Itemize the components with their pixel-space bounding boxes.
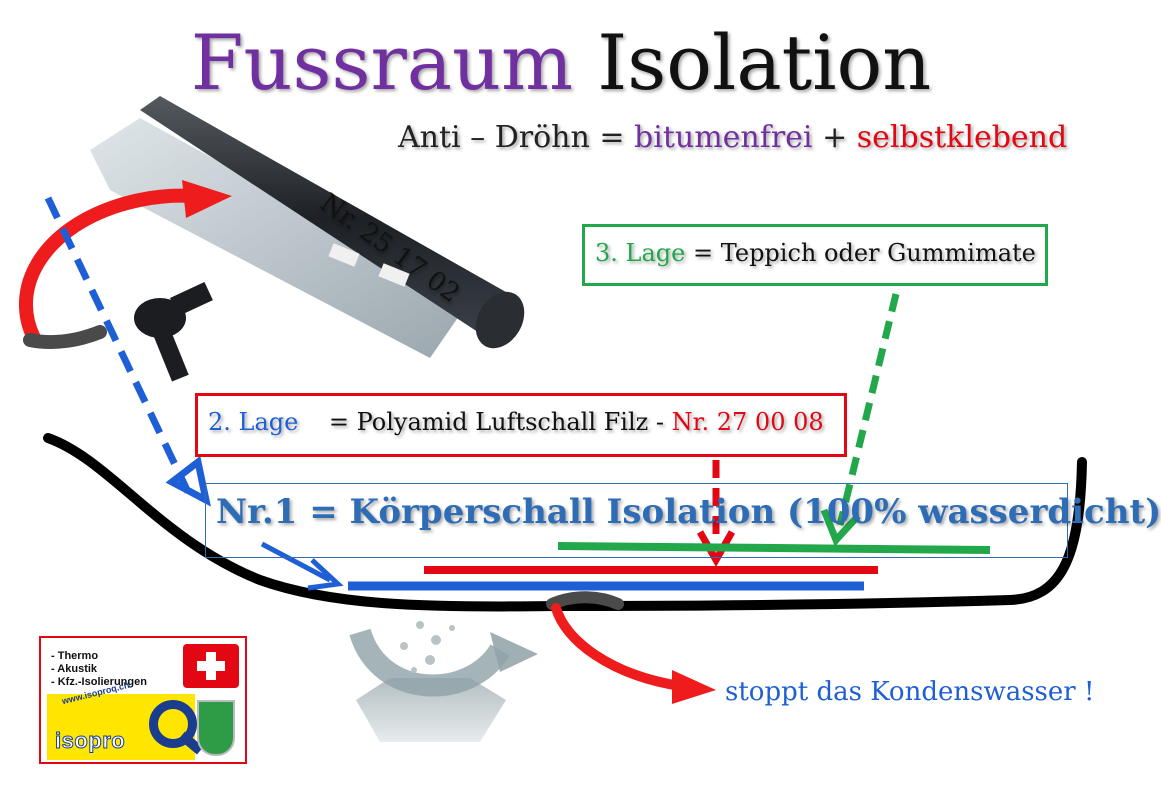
isoproq-logo: - Thermo - Akustik - Kfz.-Isolierungen w…	[39, 636, 247, 764]
green-dashed-arrow-head	[820, 508, 861, 547]
insulation-roll-image	[90, 96, 525, 358]
layer2-description: = Polyamid Luftschall Filz -	[328, 408, 665, 436]
logo-list-item: - Kfz.-Isolierungen	[51, 676, 147, 688]
layer1-box: Nr.1 = Körperschall Isolation (100% wass…	[205, 483, 1161, 558]
blue-dashed-arrow	[44, 196, 192, 494]
green-dashed-arrow	[836, 293, 900, 526]
layer3-name: 3. Lage	[595, 239, 686, 267]
diagram-title: Fussraum Isolation	[0, 18, 1122, 108]
roll-sheet	[90, 118, 470, 358]
diagram-graphics	[19, 96, 1087, 742]
layer3-description: = Teppich oder Gummimate	[692, 239, 1036, 267]
condensation-grey-tail	[546, 591, 624, 610]
roll-label-1	[328, 243, 360, 267]
subtitle-bitumenfrei: bitumenfrei	[634, 120, 813, 155]
layer2-number: Nr. 27 00 08	[671, 408, 824, 436]
subtitle-plus: +	[822, 120, 848, 155]
blue-dashed-arrow-head	[165, 455, 211, 507]
canton-shield-icon	[197, 700, 235, 756]
condensation-label: stoppt das Kondenswasser !	[725, 677, 1095, 707]
logo-list-item: - Thermo	[51, 650, 99, 662]
red-dashed-arrow-head	[696, 530, 736, 568]
blue-small-arrow	[260, 541, 332, 583]
logo-q-icon	[149, 700, 197, 748]
condensation-red-arrow-head	[672, 670, 716, 704]
subtitle-anti-droehn: Anti – Dröhn =	[398, 120, 625, 155]
condensation-vent-image	[349, 621, 538, 742]
layer2-label: 2. Lage = Polyamid Luftschall Filz - Nr.…	[208, 408, 824, 436]
layer1-label: Nr.1 = Körperschall Isolation (100% wass…	[216, 492, 1161, 532]
layer3-box: 3. Lage = Teppich oder Gummimate	[582, 224, 1048, 286]
heat-gun-icon	[134, 281, 213, 382]
blue-small-arrow-head	[307, 558, 344, 591]
swiss-flag-icon	[183, 644, 239, 688]
red-curved-arrow	[19, 188, 197, 345]
title-word-fussraum: Fussraum	[190, 18, 574, 107]
layer2-box: 2. Lage = Polyamid Luftschall Filz - Nr.…	[195, 393, 847, 457]
grey-arrow-tail	[23, 325, 107, 349]
logo-brand: isopro	[54, 728, 126, 754]
condensation-red-arrow	[551, 603, 685, 691]
subtitle-selbstklebend: selbstklebend	[856, 120, 1068, 155]
layer3-label: 3. Lage = Teppich oder Gummimate	[595, 239, 1036, 267]
roll-end	[475, 291, 525, 349]
red-curved-arrow-head	[182, 180, 232, 218]
roll-label-2	[378, 263, 410, 287]
subtitle: Anti – Dröhn = bitumenfrei + selbstklebe…	[398, 118, 1067, 158]
logo-service-list: - Thermo - Akustik - Kfz.-Isolierungen	[51, 650, 147, 689]
layer2-name: 2. Lage	[208, 408, 299, 436]
roll-body	[140, 96, 520, 340]
title-word-isolation: Isolation	[597, 18, 932, 107]
layer3-carpet-bar	[557, 542, 991, 554]
diagram-canvas: Fussraum Isolation Anti – Dröhn = bitume…	[0, 18, 1161, 764]
logo-list-item: - Akustik	[51, 663, 98, 675]
